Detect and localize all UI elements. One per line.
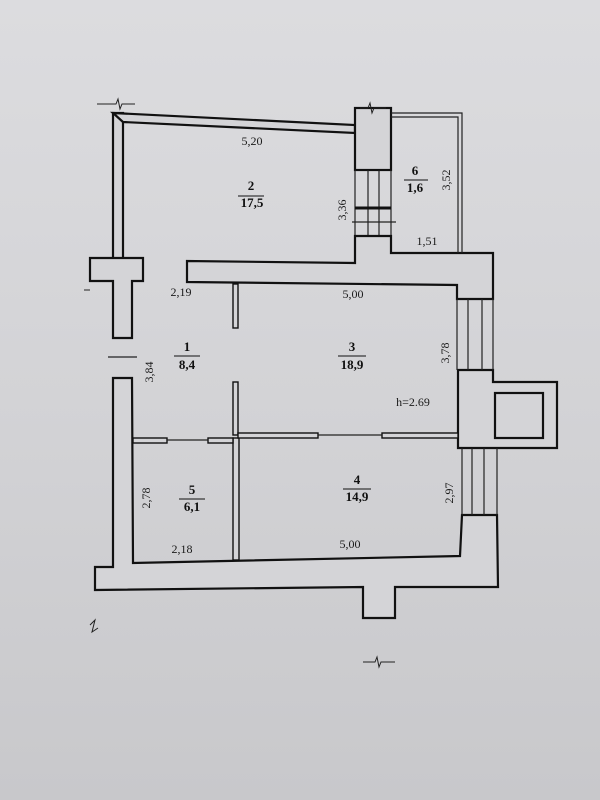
wall-room2-top: [109, 111, 357, 135]
room4-area: 14,9: [346, 489, 369, 504]
partition-1-5-left: [132, 437, 168, 444]
dim-room1-width: 2,19: [171, 285, 192, 299]
partition-1-5-right: [207, 437, 234, 444]
dim-room1-height: 3,84: [142, 362, 156, 383]
partition-1-3-upper: [232, 283, 239, 329]
window-room3: [456, 299, 494, 370]
dim-room2-stair: 3,36: [335, 200, 349, 221]
room2-area: 17,5: [241, 195, 264, 210]
dim-room2-width: 5,20: [242, 134, 263, 148]
partition-5-4: [232, 437, 240, 561]
room5-area: 6,1: [184, 499, 200, 514]
room2-number: 2: [248, 178, 255, 193]
room3-area: 18,9: [341, 357, 364, 372]
stairs: [352, 170, 396, 236]
wall-room2-left: [111, 111, 125, 261]
room1-area: 8,4: [179, 357, 196, 372]
room5-number: 5: [189, 482, 196, 497]
pillar-top: [353, 106, 393, 172]
dim-room5-width: 2,18: [172, 542, 193, 556]
room4-number: 4: [354, 472, 361, 487]
wall-room6: [391, 112, 463, 253]
dim-room4-height: 2,97: [442, 483, 456, 504]
dim-room5-height: 2,78: [139, 488, 153, 509]
room3-number: 3: [349, 339, 356, 354]
dim-room3-width: 5,00: [343, 287, 364, 301]
dim-room6-height: 3,52: [439, 170, 453, 191]
ceiling-height: h=2.69: [396, 395, 430, 409]
partition-1-3-lower: [232, 381, 239, 436]
wall-left-upper: [88, 256, 145, 340]
ventilation-box: [493, 391, 545, 440]
room6-area: 1,6: [407, 180, 424, 195]
dim-room3-height: 3,78: [438, 343, 452, 364]
room6-number: 6: [412, 163, 419, 178]
partition-3-4-left: [237, 432, 319, 439]
window-room4: [461, 448, 498, 515]
dim-room6-width: 1,51: [417, 234, 438, 248]
break-marks: [84, 97, 395, 669]
dim-room4-width: 5,00: [340, 537, 361, 551]
wall-bottom: [93, 376, 500, 620]
room1-number: 1: [184, 339, 191, 354]
partition-3-4-right: [381, 432, 459, 439]
